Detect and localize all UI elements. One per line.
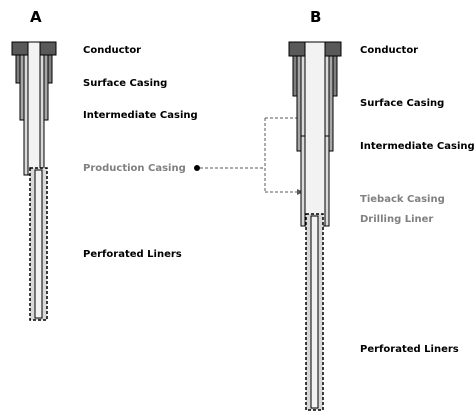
label-a-production-casing: Production Casing <box>83 163 186 174</box>
panel-a: A Conductor Surface Casing Intermediate … <box>11 8 198 321</box>
label-b-tieback-casing: Tieback Casing <box>360 194 445 205</box>
panel-b-letter: B <box>310 8 321 26</box>
intermediate-casing-pipe-b <box>304 41 326 227</box>
label-a-intermediate-casing: Intermediate Casing <box>83 110 198 121</box>
production-casing-pipe-a <box>27 41 41 176</box>
production-casing-callout <box>194 115 304 195</box>
perforated-liner-bore-a <box>34 169 43 319</box>
label-b-conductor: Conductor <box>360 45 418 56</box>
panel-a-letter: A <box>30 8 42 26</box>
well-a-schematic <box>11 41 57 321</box>
panel-b: B Conductor Surface Casing Intermediate … <box>288 8 474 411</box>
callout-anchor-dot <box>194 165 200 171</box>
label-b-drilling-liner: Drilling Liner <box>360 214 433 225</box>
label-a-surface-casing: Surface Casing <box>83 78 167 89</box>
label-a-perforated-liners: Perforated Liners <box>83 249 182 260</box>
label-a-conductor: Conductor <box>83 45 141 56</box>
perforated-liner-bore-b <box>310 215 319 409</box>
label-b-surface-casing: Surface Casing <box>360 98 444 109</box>
well-b-schematic <box>288 41 342 411</box>
label-b-perforated-liners: Perforated Liners <box>360 344 459 355</box>
label-b-intermediate-casing: Intermediate Casing <box>360 141 474 152</box>
